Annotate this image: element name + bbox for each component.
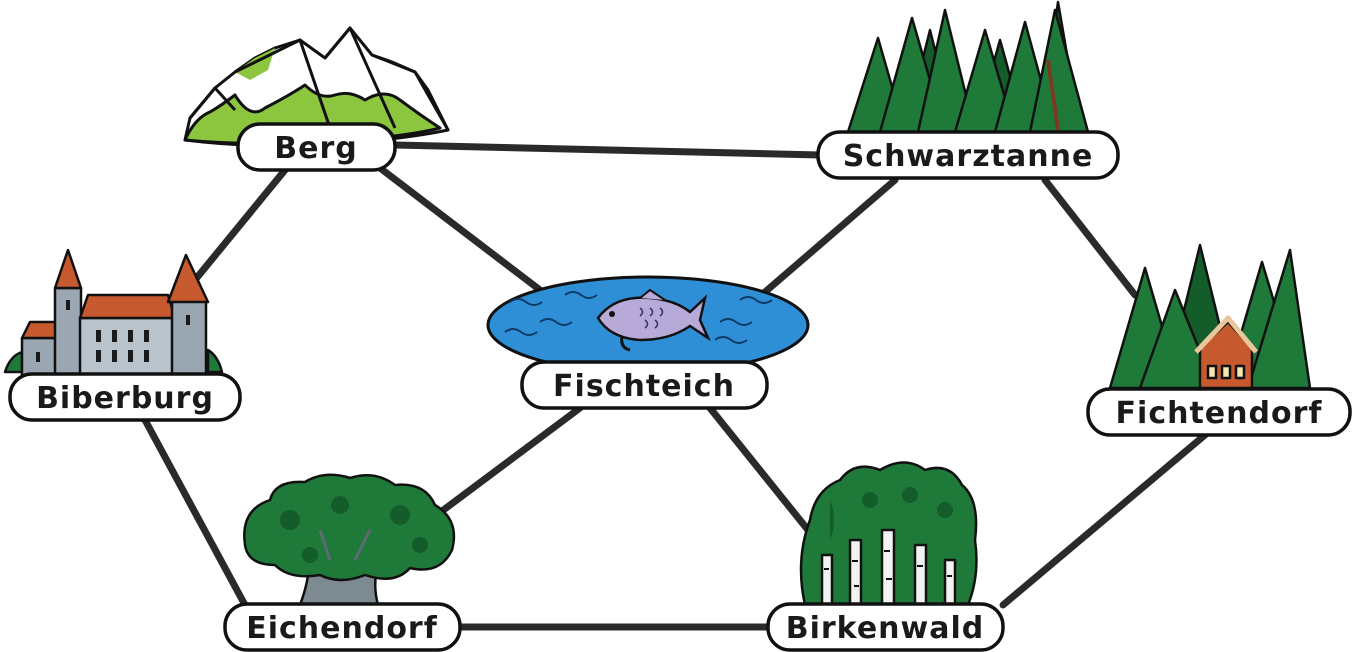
place-eichendorf[interactable]: Eichendorf xyxy=(223,602,462,652)
castle-icon xyxy=(3,248,224,378)
fish-pond-icon xyxy=(486,275,810,375)
edge-fischteich-birkenwald xyxy=(706,404,812,534)
fir-forest-icon xyxy=(846,0,1090,134)
place-label-berg: Berg xyxy=(274,131,357,166)
edge-berg-biberburg xyxy=(191,166,289,284)
map-connections xyxy=(141,141,1209,631)
place-fichtendorf[interactable]: Fichtendorf xyxy=(1086,387,1352,437)
edge-berg-schwarztanne xyxy=(391,141,824,159)
edge-berg-fischteich xyxy=(376,164,544,294)
edge-fischteich-eichendorf xyxy=(426,404,584,524)
edge-schwarztanne-fischteich xyxy=(761,176,899,296)
place-label-eichendorf: Eichendorf xyxy=(246,611,438,646)
place-label-fichtendorf: Fichtendorf xyxy=(1116,396,1323,431)
place-berg[interactable]: Berg xyxy=(236,122,397,172)
place-label-birkenwald: Birkenwald xyxy=(786,611,985,646)
forest-house-icon xyxy=(1108,243,1312,390)
edge-birkenwald-fichtendorf xyxy=(999,431,1209,609)
place-fischteich[interactable]: Fischteich xyxy=(520,360,769,410)
place-biberburg[interactable]: Biberburg xyxy=(8,372,242,422)
place-label-schwarztanne: Schwarztanne xyxy=(843,139,1094,174)
place-label-fischteich: Fischteich xyxy=(553,369,735,404)
place-schwarztanne[interactable]: Schwarztanne xyxy=(816,130,1120,180)
birch-forest-icon xyxy=(799,461,978,607)
edge-biberburg-eichendorf xyxy=(141,416,249,609)
place-birkenwald[interactable]: Birkenwald xyxy=(766,602,1005,652)
edge-schwarztanne-fichtendorf xyxy=(1041,176,1139,299)
place-labels: Berg Schwarztanne Biberburg Fischteich F… xyxy=(8,122,1352,652)
place-label-biberburg: Biberburg xyxy=(36,381,214,416)
oak-tree-icon xyxy=(243,473,456,607)
